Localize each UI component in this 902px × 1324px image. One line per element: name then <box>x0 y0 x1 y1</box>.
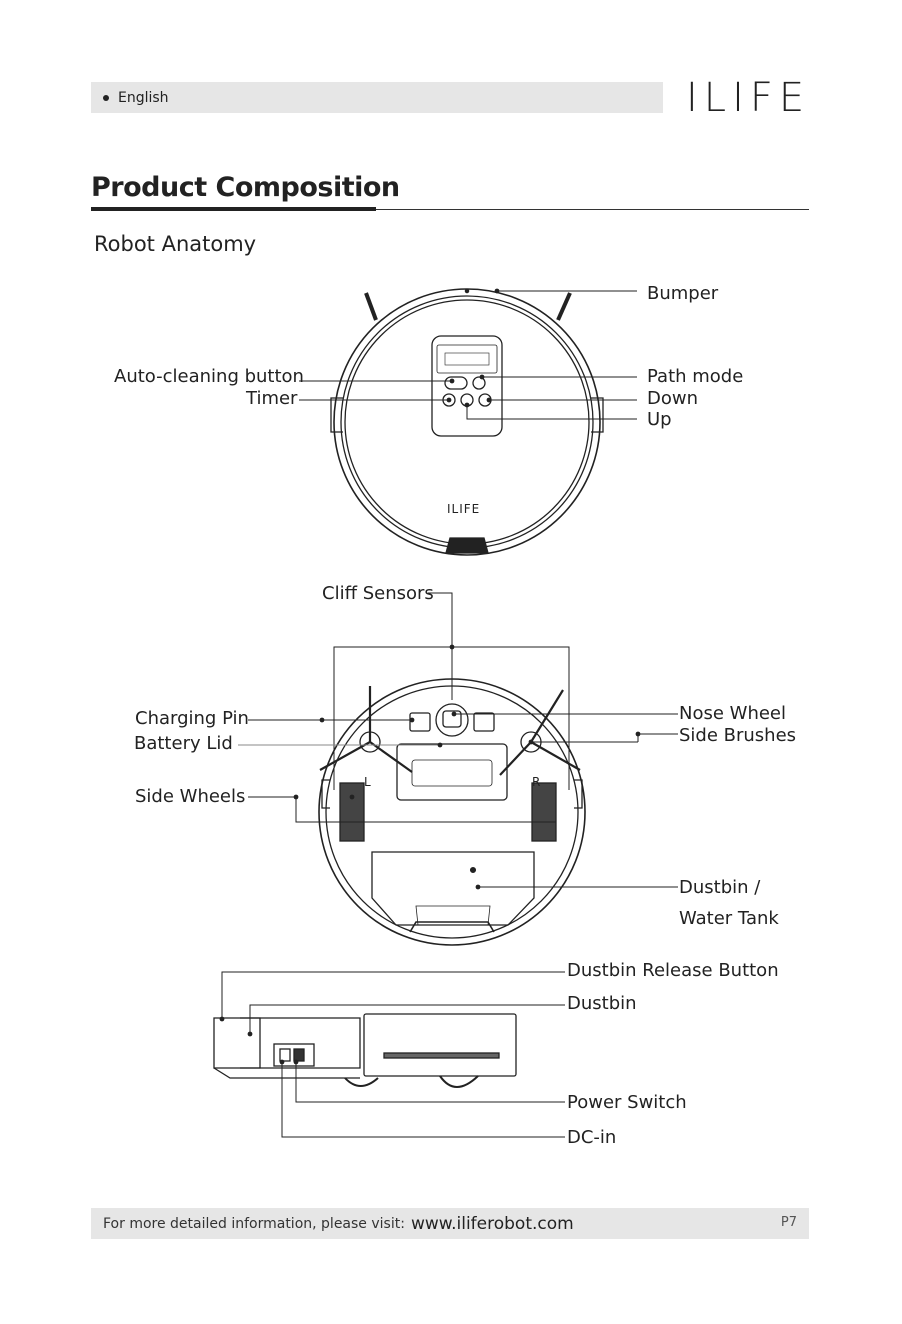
label-path-mode: Path mode <box>647 366 744 387</box>
label-timer: Timer <box>246 388 298 409</box>
label-dustbin-water-tank-line1: Dustbin / <box>679 877 761 898</box>
footer-text: For more detailed information, please vi… <box>103 1215 405 1232</box>
label-cliff-sensors: Cliff Sensors <box>322 583 434 604</box>
footer-url[interactable]: www.iliferobot.com <box>410 1213 574 1234</box>
robot-bottom-view <box>318 678 586 946</box>
language-label: English <box>118 89 169 106</box>
label-side-wheels: Side Wheels <box>135 786 246 807</box>
label-dustbin-water-tank-line2: Water Tank <box>679 908 779 929</box>
label-battery-lid: Battery Lid <box>134 733 233 754</box>
robot-logo: ILIFE <box>447 502 481 516</box>
bottom-view-leaders <box>238 592 678 888</box>
section-title: Product Composition <box>91 172 400 203</box>
label-nose-wheel: Nose Wheel <box>679 703 787 724</box>
section-rule <box>376 209 809 210</box>
label-dustbin-release-button: Dustbin Release Button <box>567 960 779 981</box>
label-bumper: Bumper <box>647 283 719 304</box>
language-bar: English <box>91 82 663 113</box>
top-view-leaders <box>299 290 637 420</box>
label-dc-in: DC-in <box>567 1127 617 1148</box>
label-dustbin: Dustbin <box>567 993 637 1014</box>
wheel-right-mark: R <box>532 775 541 789</box>
page-number: P7 <box>780 1215 797 1230</box>
label-down: Down <box>647 388 699 409</box>
label-power-switch: Power Switch <box>567 1092 687 1113</box>
robot-top-view <box>330 288 604 556</box>
robot-side-view <box>213 1013 517 1088</box>
side-view-leaders <box>221 971 565 1138</box>
label-auto-cleaning-button: Auto-cleaning button <box>114 366 304 387</box>
label-up: Up <box>647 409 672 430</box>
brand-logo: ILIFE <box>686 75 811 121</box>
wheel-left-mark: L <box>364 775 371 789</box>
section-title-underline <box>91 207 376 211</box>
footer-bar: For more detailed information, please vi… <box>91 1208 809 1239</box>
label-charging-pin: Charging Pin <box>135 708 249 729</box>
label-side-brushes: Side Brushes <box>679 725 797 746</box>
subsection-title: Robot Anatomy <box>94 232 257 256</box>
bullet-icon <box>103 94 109 101</box>
